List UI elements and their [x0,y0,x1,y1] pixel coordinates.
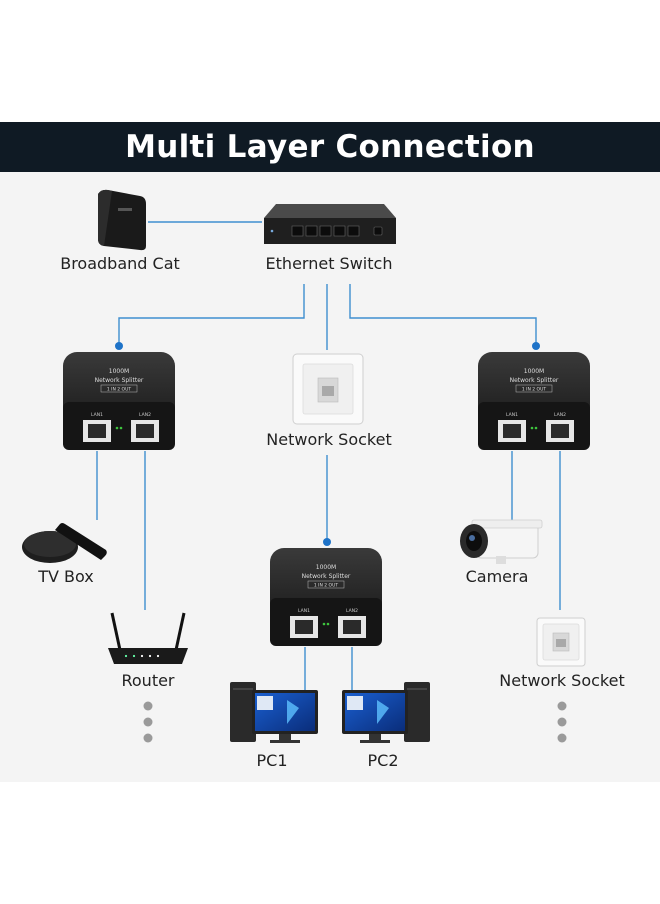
network-splitter-center-icon: 1000M Network Splitter 1 IN 2 OUT LAN1 L… [270,548,382,646]
broadband-modem-icon [98,189,146,251]
splitter-port1-text: LAN1 [298,608,310,614]
splitter-port1-text: LAN1 [91,412,103,418]
ethernet-switch-icon [264,204,396,244]
splitter-name-text: Network Splitter [302,573,351,580]
network-socket-right-icon [536,617,586,667]
splitter-name-text: Network Splitter [510,377,559,384]
splitter-port1-text: LAN1 [506,412,518,418]
splitter-port2-text: LAN2 [346,608,358,614]
line-switch-left-splitter [118,284,305,346]
splitter-model-text: 1000M [524,368,544,375]
pc1-icon [230,682,318,743]
splitter-model-text: 1000M [316,564,336,571]
network-splitter-left-icon: 1000M Network Splitter 1 IN 2 OUT LAN1 L… [63,352,175,450]
dot-right-splitter [532,342,540,350]
pc2-icon [342,682,430,743]
label-broadband-cat: Broadband Cat [60,254,180,273]
splitter-spec-text: 1 IN 2 OUT [314,583,339,589]
label-network-socket-right: Network Socket [499,671,625,690]
splitter-spec-text: 1 IN 2 OUT [107,387,132,393]
ellipsis-left-icon [143,701,153,743]
label-ethernet-switch: Ethernet Switch [265,254,393,273]
router-icon [108,612,188,664]
label-router: Router [121,671,175,690]
camera-icon [460,519,543,564]
splitter-port2-text: LAN2 [139,412,151,418]
splitter-model-text: 1000M [109,368,129,375]
line-switch-right-splitter [349,284,537,346]
splitter-name-text: Network Splitter [95,377,144,384]
diagram-background [0,172,660,782]
label-tv-box: TV Box [38,567,94,586]
connection-lines [96,221,561,690]
tv-box-icon [22,523,107,563]
dot-left-splitter [115,342,123,350]
network-splitter-right-icon: 1000M Network Splitter 1 IN 2 OUT LAN1 L… [478,352,590,450]
label-camera: Camera [465,567,529,586]
label-pc1: PC1 [256,751,288,770]
page-title: Multi Layer Connection [0,122,660,172]
splitter-port2-text: LAN2 [554,412,566,418]
label-pc2: PC2 [367,751,399,770]
label-network-socket-center: Network Socket [266,430,392,449]
network-socket-center-icon [292,353,364,425]
splitter-spec-text: 1 IN 2 OUT [522,387,547,393]
dot-center-splitter [323,538,331,546]
ellipsis-right-icon [557,701,567,743]
